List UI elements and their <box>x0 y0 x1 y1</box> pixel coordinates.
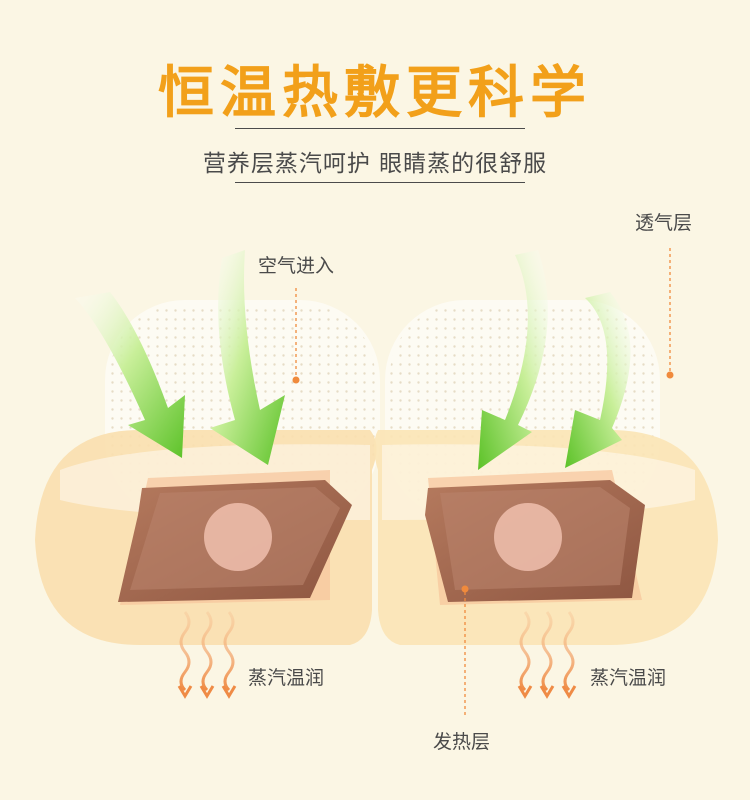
leader-air-in-dot <box>292 376 300 384</box>
page-title: 恒温热敷更科学 <box>158 61 592 126</box>
heat-pad-right <box>425 470 645 605</box>
subtitle-top-rule <box>235 128 525 129</box>
air-arrow-right-2 <box>565 292 631 468</box>
subtitle: 营养层蒸汽呵护 眼睛蒸的很舒服 <box>202 151 548 177</box>
label-steam-left: 蒸汽温润 <box>248 667 325 689</box>
air-arrow-left-1 <box>75 292 185 458</box>
air-arrow-left-2 <box>210 250 285 465</box>
label-breathable-layer: 透气层 <box>635 212 693 234</box>
label-heat-layer: 发热层 <box>433 731 491 753</box>
leader-lines <box>292 248 674 715</box>
air-arrows <box>75 250 631 470</box>
steam-arrows-right <box>517 611 577 699</box>
air-arrow-right-1 <box>478 250 548 470</box>
leader-breathable-dot <box>666 371 674 379</box>
steam-arrows-left <box>177 611 237 699</box>
heat-pad-left <box>118 470 352 605</box>
leader-heat-layer-dot <box>461 585 469 593</box>
label-steam-right: 蒸汽温润 <box>590 667 667 689</box>
subtitle-bottom-rule <box>235 182 525 183</box>
subtitle-block: 营养层蒸汽呵护 眼睛蒸的很舒服 <box>0 128 750 188</box>
label-air-in: 空气进入 <box>258 255 335 277</box>
